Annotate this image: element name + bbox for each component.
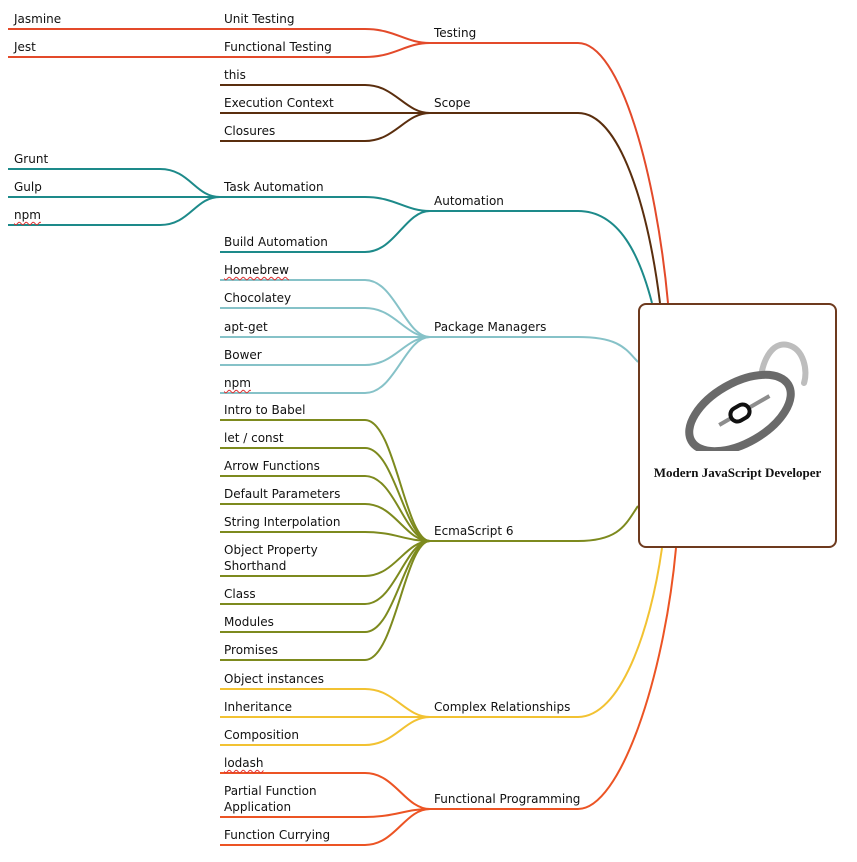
topic-partial-function-application[interactable]: Partial Function Application <box>224 784 317 814</box>
topic-connector-closures <box>220 112 431 142</box>
branch-connector-scope <box>430 112 661 304</box>
topic-object-property-shorthand[interactable]: Object Property Shorthand <box>224 543 318 573</box>
branch-connector-functional-programming <box>430 547 677 810</box>
subtopic-jest[interactable]: Jest <box>14 40 36 54</box>
topic-functional-testing[interactable]: Functional Testing <box>224 40 332 54</box>
topic-npm[interactable]: npm <box>224 376 251 390</box>
subtopic-grunt[interactable]: Grunt <box>14 152 49 166</box>
topic-connector-string-interpolation <box>220 531 431 542</box>
branch-automation[interactable]: Automation <box>434 194 504 208</box>
branch-connector-package-managers <box>430 336 639 363</box>
topic-default-parameters[interactable]: Default Parameters <box>224 487 341 501</box>
topic-connector-lodash <box>220 772 431 810</box>
topic-bower[interactable]: Bower <box>224 348 262 362</box>
topic-let-const[interactable]: let / const <box>224 431 284 445</box>
topic-modules[interactable]: Modules <box>224 615 274 629</box>
topic-connector-homebrew <box>220 279 431 338</box>
topic-connector-arrow-functions <box>220 475 431 542</box>
topic-homebrew[interactable]: Homebrew <box>224 263 289 277</box>
topic-unit-testing[interactable]: Unit Testing <box>224 12 295 26</box>
topic-function-currying[interactable]: Function Currying <box>224 828 331 842</box>
topic-arrow-functions[interactable]: Arrow Functions <box>224 459 320 473</box>
topic-connector-let-const <box>220 447 431 542</box>
topic-connector-functional-testing <box>220 42 431 58</box>
topic-connector-default-parameters <box>220 503 431 542</box>
topic-class[interactable]: Class <box>224 587 256 601</box>
central-topic[interactable]: Modern JavaScript Developer <box>638 303 837 548</box>
branch-connector-automation <box>430 210 653 304</box>
topic-execution-context[interactable]: Execution Context <box>224 96 334 110</box>
branch-connector-ecmascript-6 <box>430 505 639 542</box>
topic-closures[interactable]: Closures <box>224 124 276 138</box>
topic-composition[interactable]: Composition <box>224 728 299 742</box>
central-topic-title: Modern JavaScript Developer <box>653 465 822 480</box>
branch-testing[interactable]: Testing <box>434 26 477 40</box>
topic-connector-intro-to-babel <box>220 419 431 542</box>
branch-connector-complex-relationships <box>430 547 663 718</box>
subtopic-jasmine[interactable]: Jasmine <box>14 12 62 26</box>
topic-connector-composition <box>220 716 431 746</box>
topic-intro-to-babel[interactable]: Intro to Babel <box>224 403 306 417</box>
topic-connector-task-automation <box>220 196 431 212</box>
topic-this[interactable]: this <box>224 68 246 82</box>
topic-inheritance[interactable]: Inheritance <box>224 700 293 714</box>
topic-build-automation[interactable]: Build Automation <box>224 235 328 249</box>
topic-connector-promises <box>220 540 431 661</box>
topic-connector-object-instances <box>220 688 431 718</box>
topic-connector-build-automation <box>220 210 431 253</box>
topic-chocolatey[interactable]: Chocolatey <box>224 291 292 305</box>
topic-promises[interactable]: Promises <box>224 643 278 657</box>
topic-object-instances[interactable]: Object instances <box>224 672 324 686</box>
branch-ecmascript-6[interactable]: EcmaScript 6 <box>434 524 514 538</box>
topic-string-interpolation[interactable]: String Interpolation <box>224 515 341 529</box>
branch-functional-programming[interactable]: Functional Programming <box>434 792 581 806</box>
branch-complex-relationships[interactable]: Complex Relationships <box>434 700 571 714</box>
topic-apt-get[interactable]: apt-get <box>224 320 268 334</box>
subtopic-npm[interactable]: npm <box>14 208 41 222</box>
subtopic-connector-grunt <box>8 168 221 198</box>
topic-connector-function-currying <box>220 808 431 846</box>
topic-connector-this <box>220 84 431 114</box>
topic-task-automation[interactable]: Task Automation <box>224 180 324 194</box>
branch-scope[interactable]: Scope <box>434 96 471 110</box>
topic-connector-chocolatey <box>220 307 431 338</box>
topic-connector-npm <box>220 336 431 394</box>
computer-mouse-icon <box>685 341 809 451</box>
branch-package-managers[interactable]: Package Managers <box>434 320 547 334</box>
subtopic-connector-npm <box>8 196 221 226</box>
subtopic-gulp[interactable]: Gulp <box>14 180 42 194</box>
topic-lodash[interactable]: lodash <box>224 756 264 770</box>
branch-connector-testing <box>430 42 669 304</box>
